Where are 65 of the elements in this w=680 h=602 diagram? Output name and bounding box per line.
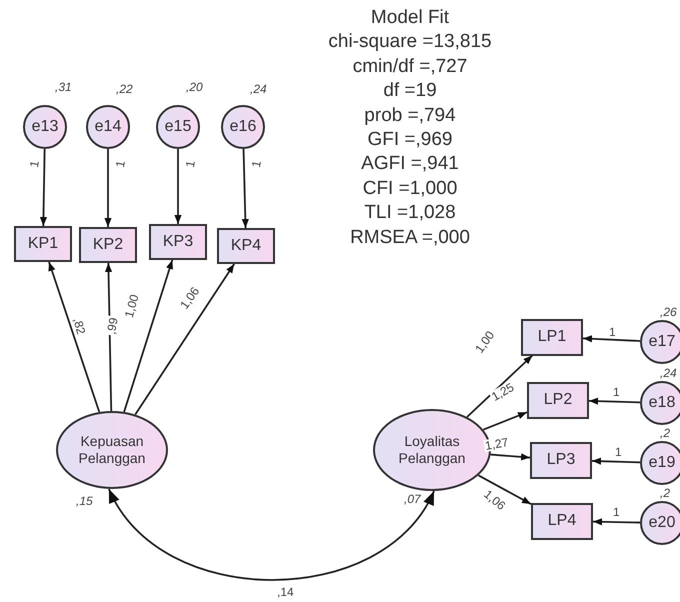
arrow: [588, 398, 640, 405]
fit-statistic: TLI =1,028: [363, 201, 457, 226]
indicator-box: LP4: [531, 502, 593, 540]
arrow: [104, 262, 112, 412]
error-circle: e20: [640, 501, 680, 545]
variance-label: ,26: [660, 305, 677, 319]
fit-statistic: AGFI =,941: [360, 152, 460, 176]
edge-label: 1: [612, 386, 621, 398]
error-circle: e15: [156, 105, 200, 149]
edge-label: 1,00: [122, 292, 141, 320]
arrow: [592, 518, 640, 526]
fit-statistic: df =19: [382, 79, 438, 104]
edge-label: 1: [614, 446, 623, 458]
fit-statistic: cmin/df =,727: [352, 54, 468, 79]
edge-label: 1: [184, 158, 197, 170]
arrow: [48, 262, 100, 412]
error-circle: e14: [86, 105, 130, 149]
covariance-arrow: [108, 488, 435, 581]
variance-label: ,2: [660, 486, 670, 500]
fit-statistic: chi-square =13,815: [327, 30, 493, 54]
arrow: [490, 453, 530, 460]
arrow: [104, 149, 112, 227]
edge-label: 1: [114, 158, 127, 170]
fit-statistic: prob =,794: [363, 104, 457, 128]
arrow: [174, 149, 182, 224]
fit-title: Model Fit: [370, 6, 450, 30]
edge-label: 1: [608, 326, 617, 338]
arrow: [242, 148, 249, 228]
arrow: [134, 264, 235, 416]
error-circle: e19: [640, 441, 680, 485]
variance-label: ,2: [660, 426, 670, 440]
variance-label: ,24: [250, 82, 267, 96]
variance-label: ,07: [404, 492, 421, 506]
variance-label: ,20: [186, 80, 203, 94]
arrow: [478, 474, 532, 505]
arrow: [123, 260, 174, 412]
fit-statistic: RMSEA =,000: [349, 226, 471, 250]
variance-label: ,15: [76, 494, 93, 508]
arrow: [592, 458, 640, 465]
indicator-box: KP2: [79, 227, 137, 263]
indicator-box: KP3: [149, 224, 207, 260]
edge-label: 1: [612, 506, 621, 518]
error-circle: e17: [640, 320, 680, 364]
edge-label: 1: [250, 158, 263, 170]
indicator-box: LP3: [530, 442, 592, 478]
edge-label: ,14: [276, 586, 295, 598]
fit-statistic: CFI =1,000: [362, 176, 458, 201]
arrow: [582, 335, 640, 342]
edge-label: ,99: [104, 316, 120, 336]
fit-statistic: GFI =,969: [366, 128, 454, 152]
error-circle: e13: [23, 105, 67, 149]
error-circle: e18: [640, 381, 680, 425]
variance-label: ,31: [55, 80, 72, 94]
arrow: [466, 354, 533, 418]
variance-label: ,24: [660, 366, 677, 380]
indicator-box: LP1: [521, 318, 583, 356]
error-circle: e16: [221, 105, 265, 149]
variance-label: ,22: [116, 82, 133, 96]
arrow: [482, 411, 528, 430]
arrow: [40, 148, 48, 226]
edge-label: 1: [28, 158, 41, 170]
latent-ellipse: Kepuasan Pelanggan: [56, 411, 168, 489]
indicator-box: LP2: [527, 382, 589, 418]
indicator-box: KP1: [14, 226, 72, 262]
indicator-box: KP4: [217, 228, 275, 264]
